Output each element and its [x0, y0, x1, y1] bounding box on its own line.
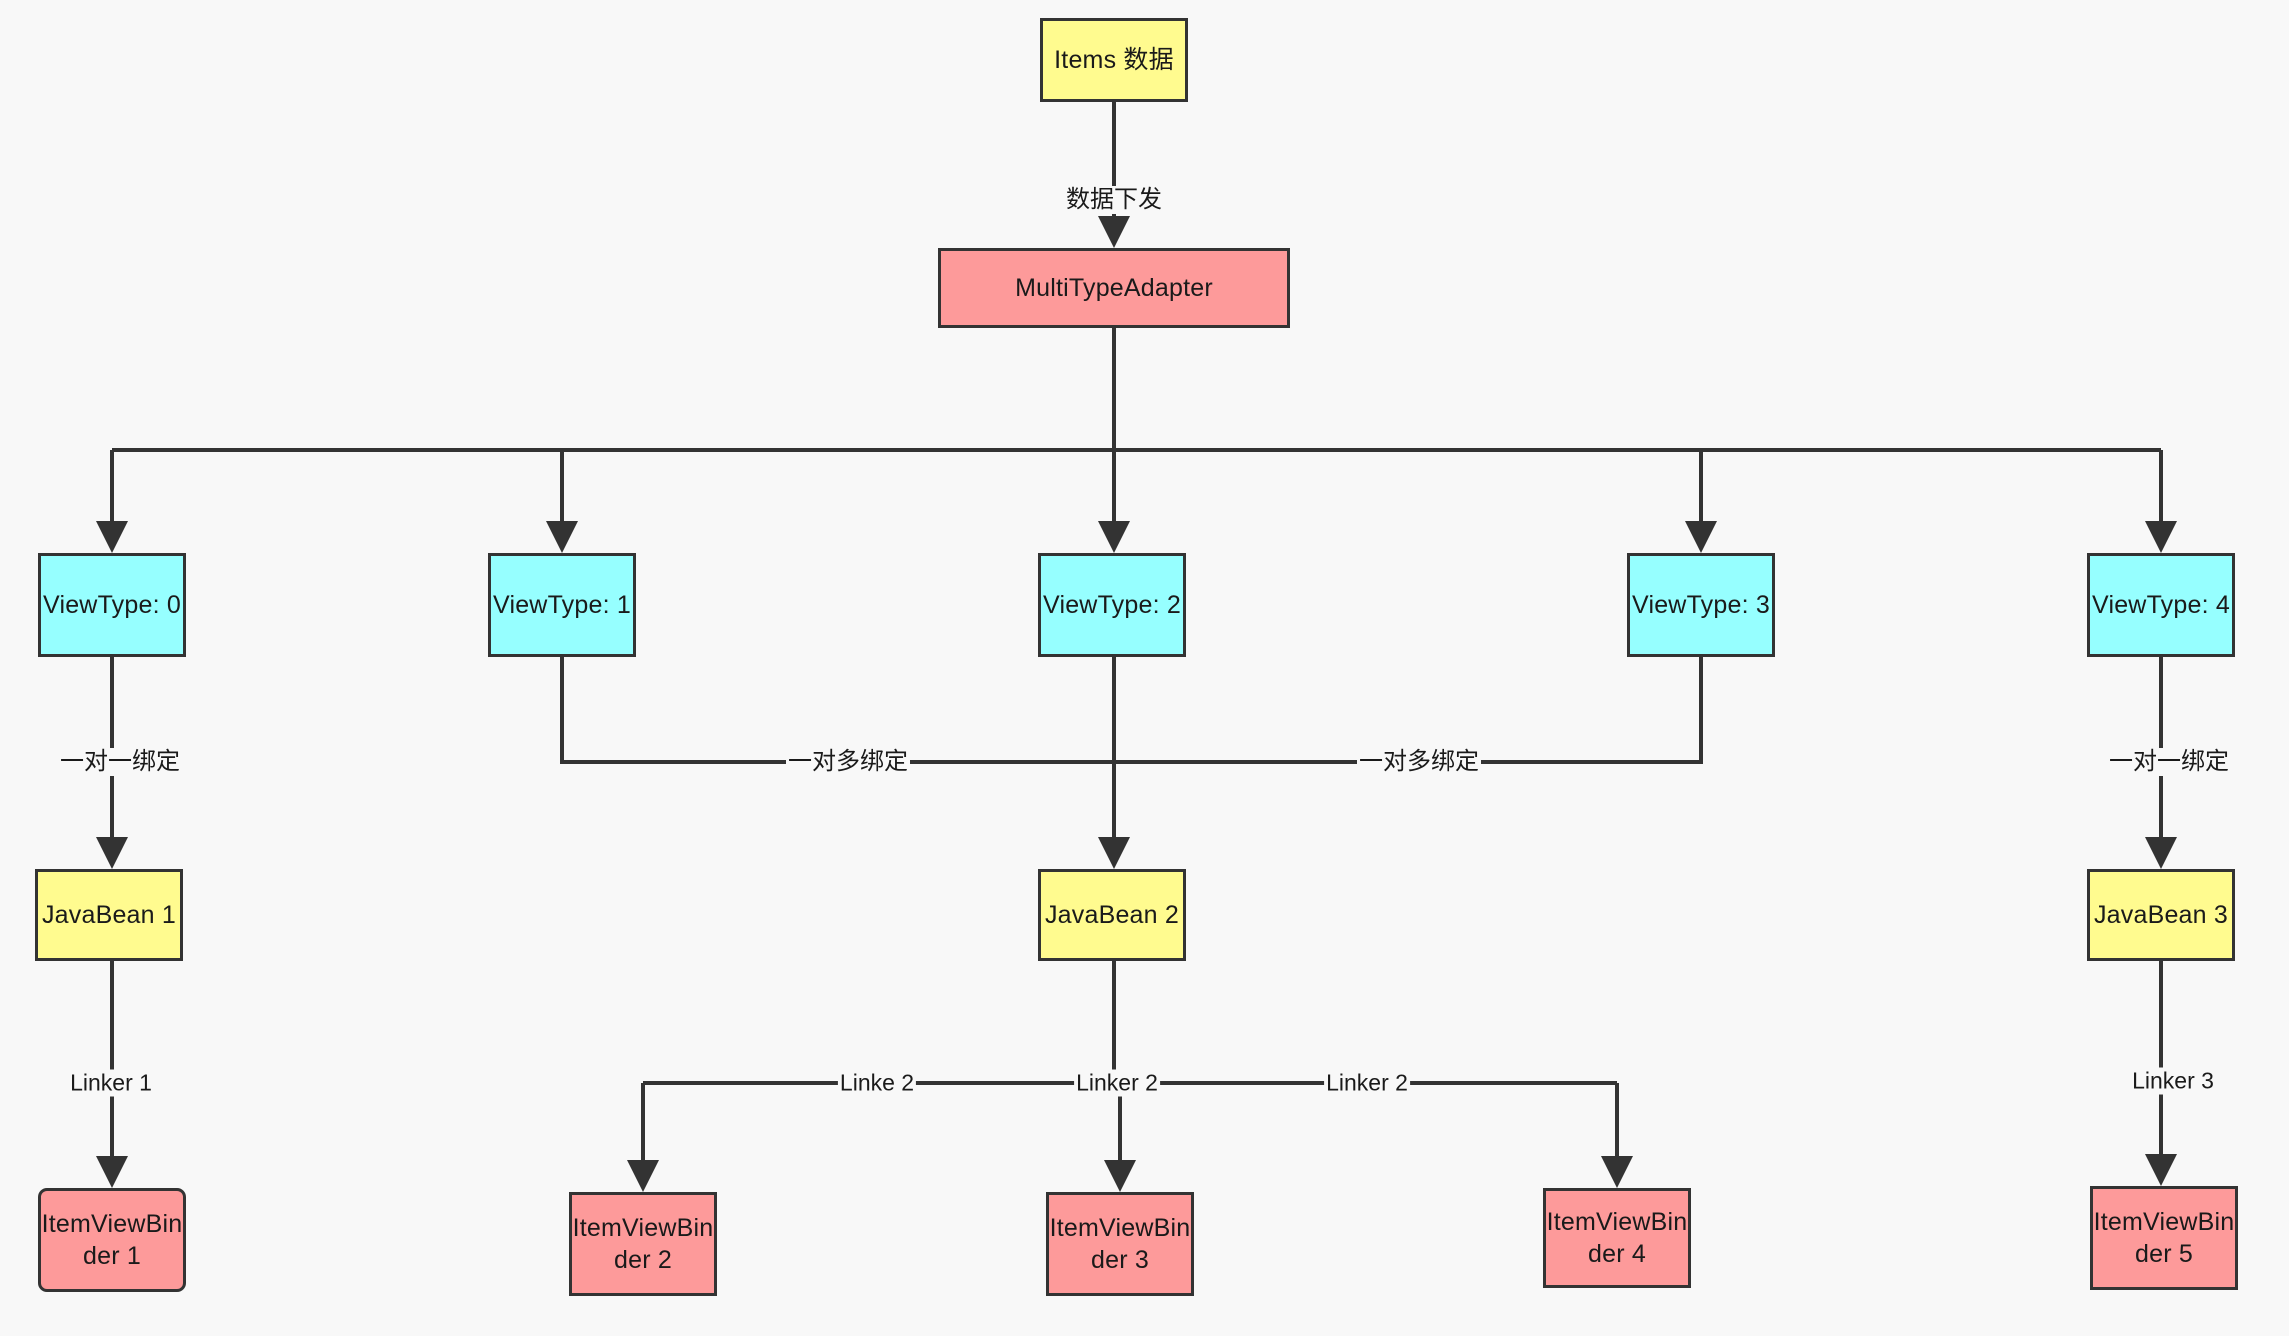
node-viewtype-1[interactable]: ViewType: 1 [488, 553, 636, 657]
node-itemviewbinder-5-label: ItemViewBin der 5 [2093, 1207, 2235, 1269]
node-viewtype-1-label: ViewType: 1 [493, 590, 631, 619]
node-items-label: Items 数据 [1054, 45, 1174, 74]
edge-label-linker-2-right: Linker 2 [1324, 1069, 1410, 1097]
node-itemviewbinder-4-label: ItemViewBin der 4 [1546, 1207, 1688, 1269]
node-itemviewbinder-2-label: ItemViewBin der 2 [572, 1213, 714, 1275]
node-viewtype-2-label: ViewType: 2 [1043, 590, 1181, 619]
node-javabean-1-label: JavaBean 1 [41, 900, 177, 929]
node-viewtype-2[interactable]: ViewType: 2 [1038, 553, 1186, 657]
edge-vt1-to-bean2 [560, 657, 1114, 764]
edge-label-linker-2-left: Linke 2 [837, 1069, 917, 1097]
node-items[interactable]: Items 数据 [1040, 18, 1188, 102]
node-itemviewbinder-1-label: ItemViewBin der 1 [41, 1209, 183, 1271]
node-viewtype-0[interactable]: ViewType: 0 [38, 553, 186, 657]
node-viewtype-0-label: ViewType: 0 [43, 590, 181, 619]
edge-vt3-to-bean2 [1114, 657, 1703, 764]
edge-label-bind-viewtype-0: 一对一绑定 [58, 748, 182, 776]
node-multitypeadapter[interactable]: MultiTypeAdapter [938, 248, 1290, 328]
node-viewtype-3[interactable]: ViewType: 3 [1627, 553, 1775, 657]
node-javabean-3-label: JavaBean 3 [2093, 900, 2229, 929]
node-viewtype-3-label: ViewType: 3 [1632, 590, 1770, 619]
edge-label-linker-3: Linker 3 [2130, 1067, 2216, 1095]
edge-label-bind-viewtype-1: 一对多绑定 [786, 748, 910, 776]
edge-label-data-dispatch: 数据下发 [1064, 186, 1164, 214]
node-itemviewbinder-4[interactable]: ItemViewBin der 4 [1543, 1188, 1691, 1288]
node-javabean-1[interactable]: JavaBean 1 [35, 869, 183, 961]
node-itemviewbinder-5[interactable]: ItemViewBin der 5 [2090, 1186, 2238, 1290]
node-javabean-2-label: JavaBean 2 [1044, 900, 1180, 929]
node-javabean-2[interactable]: JavaBean 2 [1038, 869, 1186, 961]
edge-label-bind-viewtype-4: 一对一绑定 [2107, 748, 2231, 776]
edge-label-linker-1: Linker 1 [68, 1069, 154, 1097]
node-multitypeadapter-label: MultiTypeAdapter [1015, 273, 1213, 302]
node-itemviewbinder-1[interactable]: ItemViewBin der 1 [38, 1188, 186, 1292]
node-itemviewbinder-3-label: ItemViewBin der 3 [1049, 1213, 1191, 1275]
node-viewtype-4[interactable]: ViewType: 4 [2087, 553, 2235, 657]
edge-label-linker-2-middle: Linker 2 [1074, 1069, 1160, 1097]
node-itemviewbinder-2[interactable]: ItemViewBin der 2 [569, 1192, 717, 1296]
edge-label-bind-viewtype-3: 一对多绑定 [1357, 748, 1481, 776]
node-viewtype-4-label: ViewType: 4 [2092, 590, 2230, 619]
node-itemviewbinder-3[interactable]: ItemViewBin der 3 [1046, 1192, 1194, 1296]
node-javabean-3[interactable]: JavaBean 3 [2087, 869, 2235, 961]
